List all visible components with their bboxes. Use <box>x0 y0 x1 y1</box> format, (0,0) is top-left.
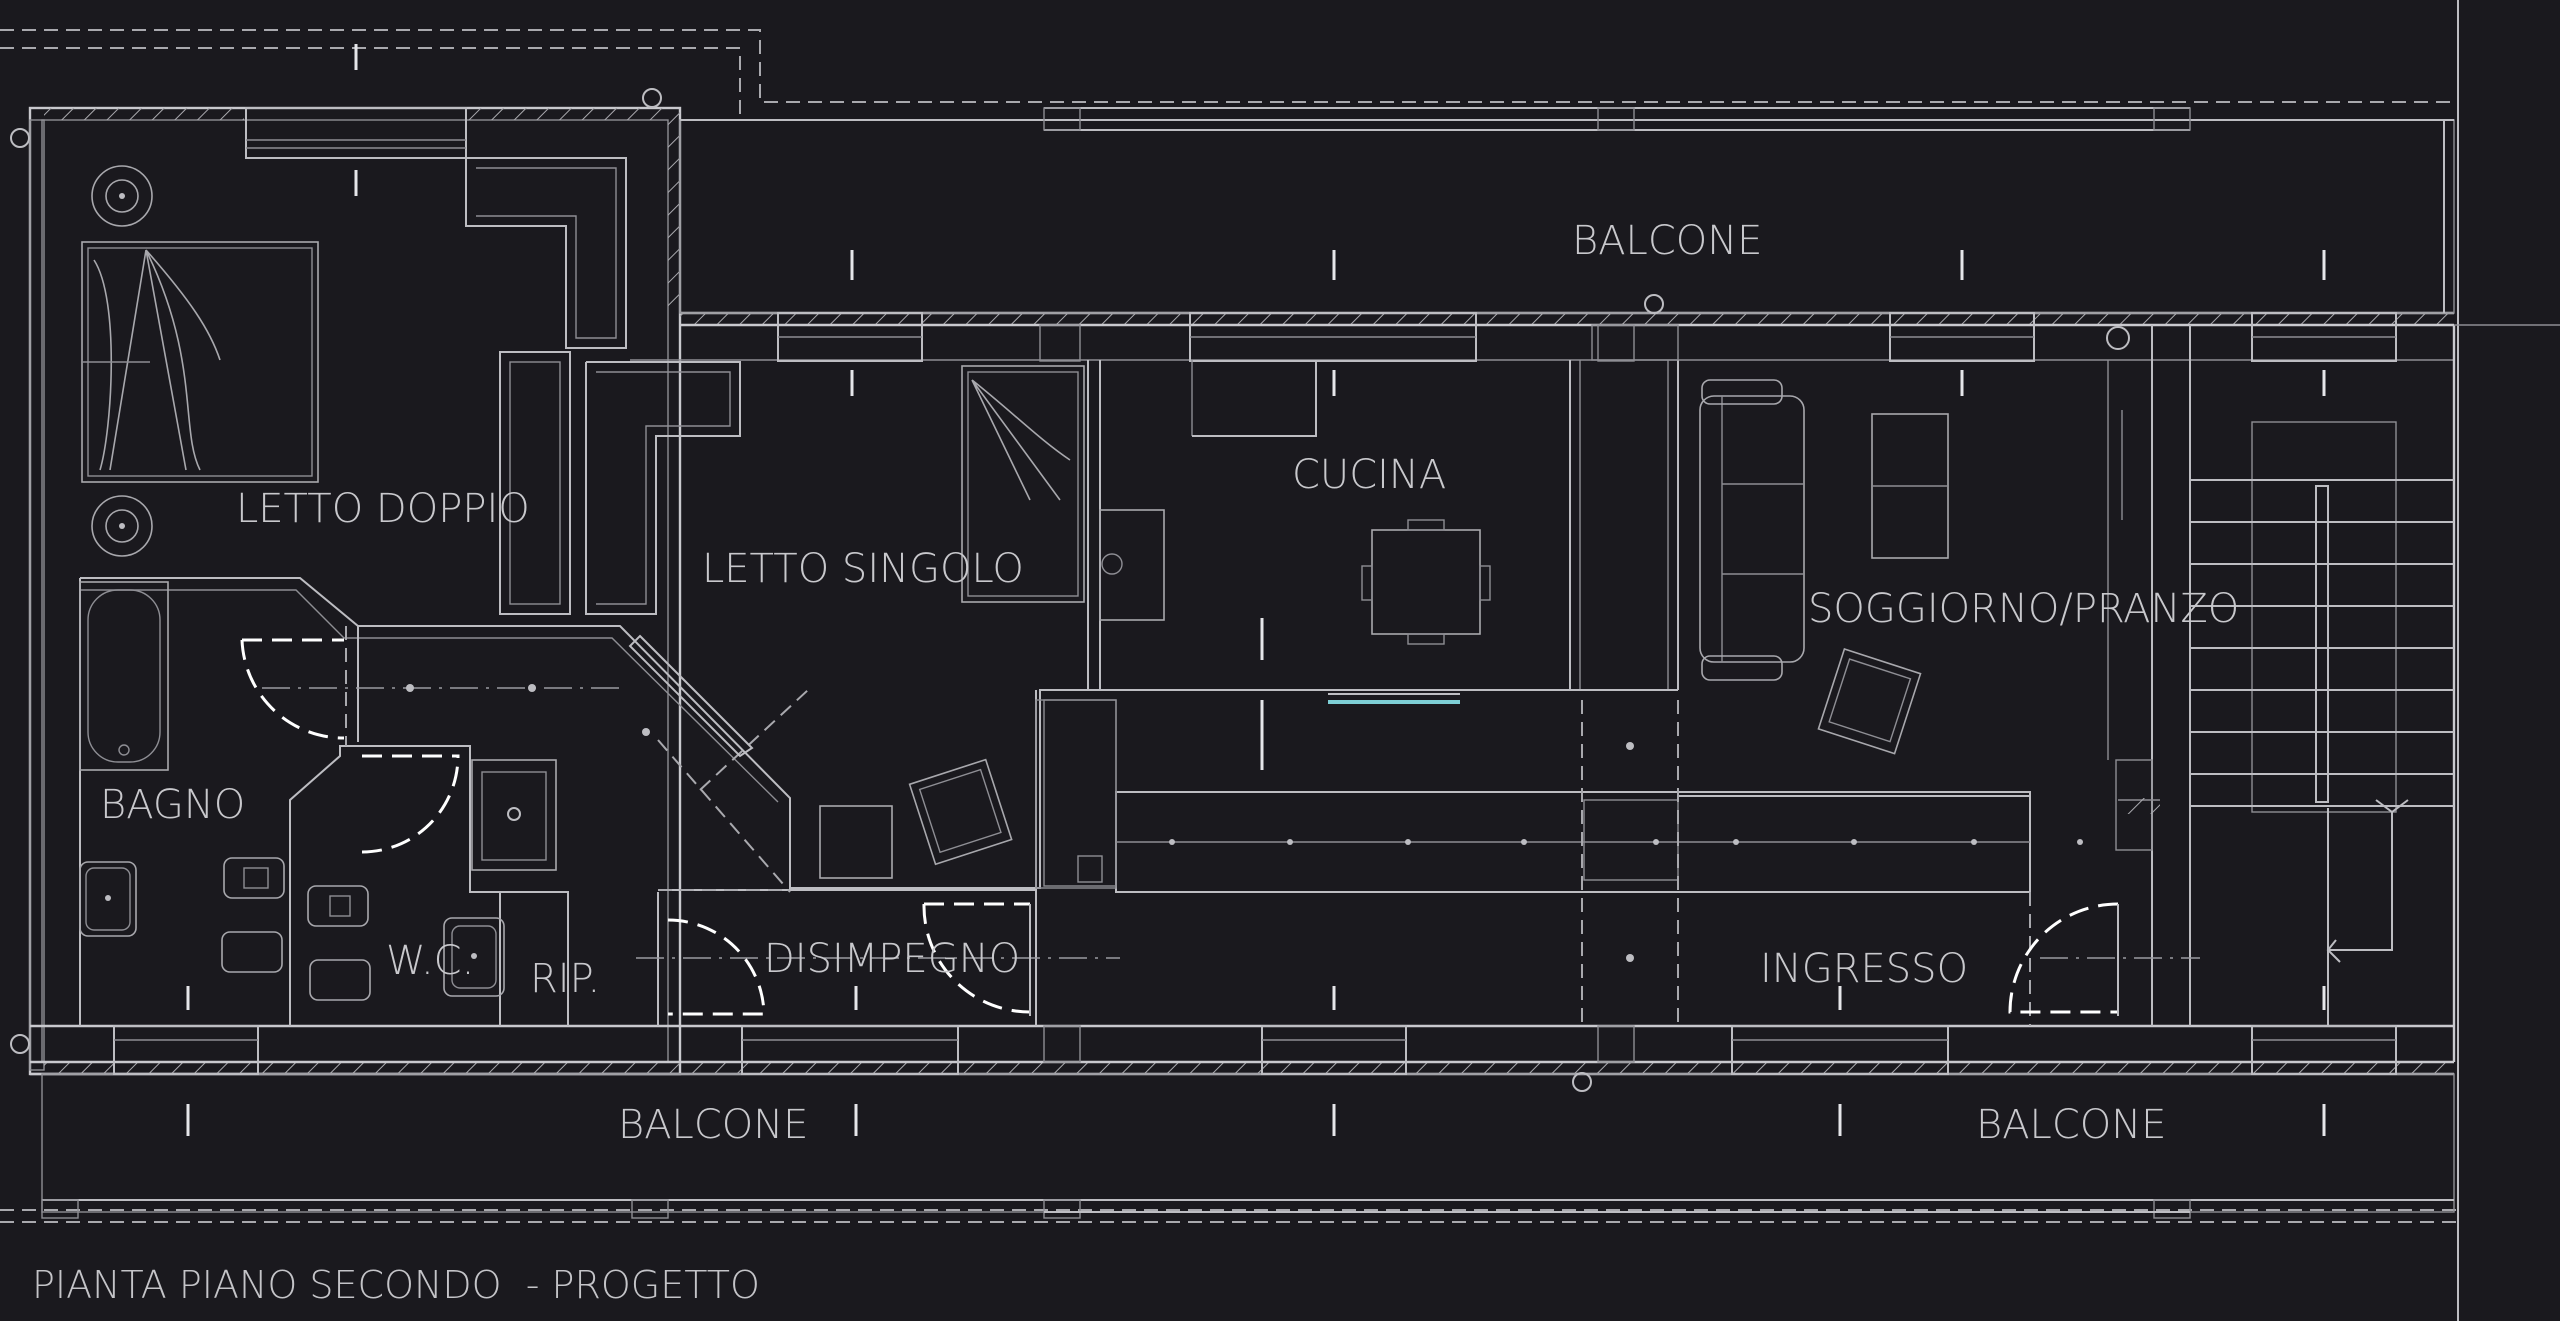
bathtub <box>79 581 169 771</box>
axis-ticks <box>186 44 2326 1136</box>
label-bagno: BAGNO <box>100 782 245 828</box>
label-balcone-bottom-left: BALCONE <box>618 1102 808 1148</box>
label-balcone-bottom-right: BALCONE <box>1976 1102 2166 1148</box>
label-disimpegno: DISIMPEGNO <box>764 936 1020 982</box>
label-letto-singolo: LETTO SINGOLO <box>702 546 1024 592</box>
staircase <box>2190 421 2454 1026</box>
double-bed <box>81 241 319 483</box>
furniture <box>79 165 2454 1026</box>
label-cucina: CUCINA <box>1292 452 1446 498</box>
single-bed <box>961 365 1085 603</box>
room-labels: BALCONE LETTO DOPPIO LETTO SINGOLO CUCIN… <box>100 218 2239 1148</box>
label-letto-doppio: LETTO DOPPIO <box>236 486 530 532</box>
top-windows <box>642 88 2397 362</box>
bottom-windows <box>10 128 2397 1092</box>
label-balcone-top: BALCONE <box>1572 218 1762 264</box>
label-soggiorno: SOGGIORNO/PRANZO <box>1808 586 2239 632</box>
sofa <box>1699 379 1805 681</box>
label-wc: W.C. <box>386 938 474 984</box>
doors <box>240 634 2119 1016</box>
label-ingresso: INGRESSO <box>1760 946 1968 992</box>
construction-lines <box>262 626 2200 1026</box>
dining-table <box>1361 519 1491 645</box>
roof-outline <box>0 0 2459 1321</box>
shower-tray <box>471 759 557 871</box>
outer-walls <box>28 106 2560 1219</box>
interior-walls <box>79 157 2191 1026</box>
bedside-lamps <box>91 165 153 557</box>
label-rip: RIP. <box>530 956 600 1002</box>
drawing-caption: PIANTA PIANO SECONDO - PROGETTO <box>32 1263 760 1307</box>
